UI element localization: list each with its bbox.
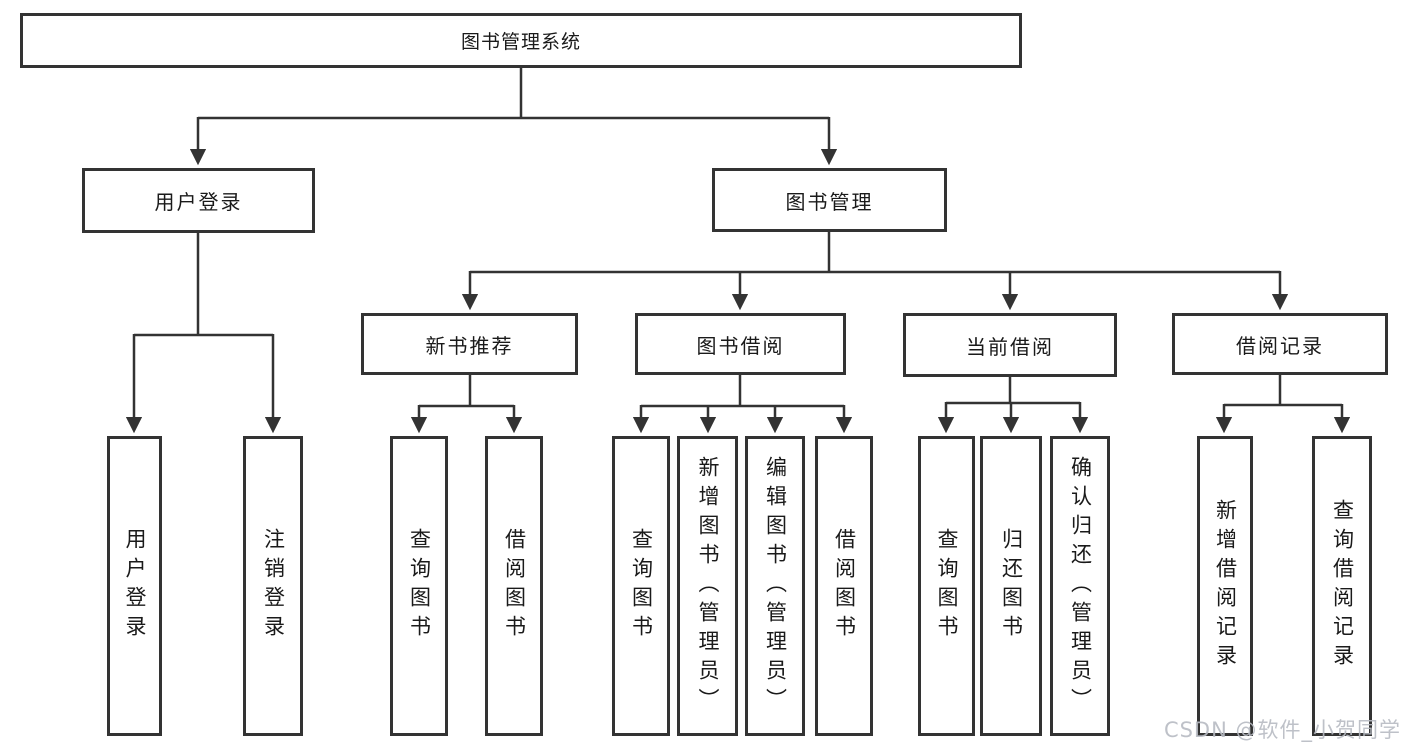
node-borrow-records: 借阅记录 [1172, 313, 1388, 375]
leaf-label: 归还图书 [999, 528, 1024, 644]
leaf-label: 查询图书 [407, 528, 432, 644]
node-label: 新书推荐 [425, 333, 514, 358]
leaf-label: 新增图书（管理员） [696, 455, 720, 717]
leaf-query-books-recommend: 查询图书 [390, 436, 448, 736]
node-label: 图书借阅 [696, 333, 785, 358]
leaf-label: 新增借阅记录 [1213, 499, 1238, 673]
leaf-logout: 注销登录 [243, 436, 303, 736]
leaf-query-books-borrow: 查询图书 [612, 436, 670, 736]
leaf-borrow-books-recommend: 借阅图书 [485, 436, 543, 736]
leaf-label: 注销登录 [261, 528, 286, 644]
leaf-add-borrow-record: 新增借阅记录 [1197, 436, 1253, 736]
node-label: 用户登录 [154, 190, 243, 214]
leaf-label: 查询图书 [935, 528, 959, 644]
leaf-label: 借阅图书 [832, 528, 857, 644]
leaf-add-books-admin: 新增图书（管理员） [677, 436, 738, 736]
node-label: 借阅记录 [1236, 333, 1324, 358]
node-label: 图书管理 [785, 189, 874, 214]
node-library-management-system: 图书管理系统 [20, 13, 1022, 68]
leaf-edit-books-admin: 编辑图书（管理员） [745, 436, 805, 736]
leaf-query-books-current: 查询图书 [918, 436, 975, 736]
csdn-watermark: CSDN @软件_小贺同学 [1163, 718, 1401, 742]
node-label: 当前借阅 [966, 334, 1054, 359]
leaf-label: 借阅图书 [502, 528, 527, 644]
leaf-label: 查询图书 [629, 528, 654, 644]
leaf-user-login: 用户登录 [107, 436, 162, 736]
node-user-login: 用户登录 [82, 168, 315, 233]
leaf-query-borrow-record: 查询借阅记录 [1312, 436, 1372, 736]
node-book-borrow: 图书借阅 [635, 313, 846, 375]
node-new-book-recommend: 新书推荐 [361, 313, 578, 375]
leaf-label: 查询借阅记录 [1330, 499, 1355, 673]
leaf-borrow-books: 借阅图书 [815, 436, 873, 736]
leaf-return-books: 归还图书 [980, 436, 1042, 736]
leaf-confirm-return-admin: 确认归还（管理员） [1050, 436, 1110, 736]
leaf-label: 用户登录 [123, 528, 147, 644]
node-current-borrow: 当前借阅 [903, 313, 1117, 377]
leaf-label: 编辑图书（管理员） [763, 455, 788, 717]
node-book-management: 图书管理 [712, 168, 947, 232]
leaf-label: 确认归还（管理员） [1068, 455, 1093, 717]
node-label: 图书管理系统 [460, 31, 581, 53]
